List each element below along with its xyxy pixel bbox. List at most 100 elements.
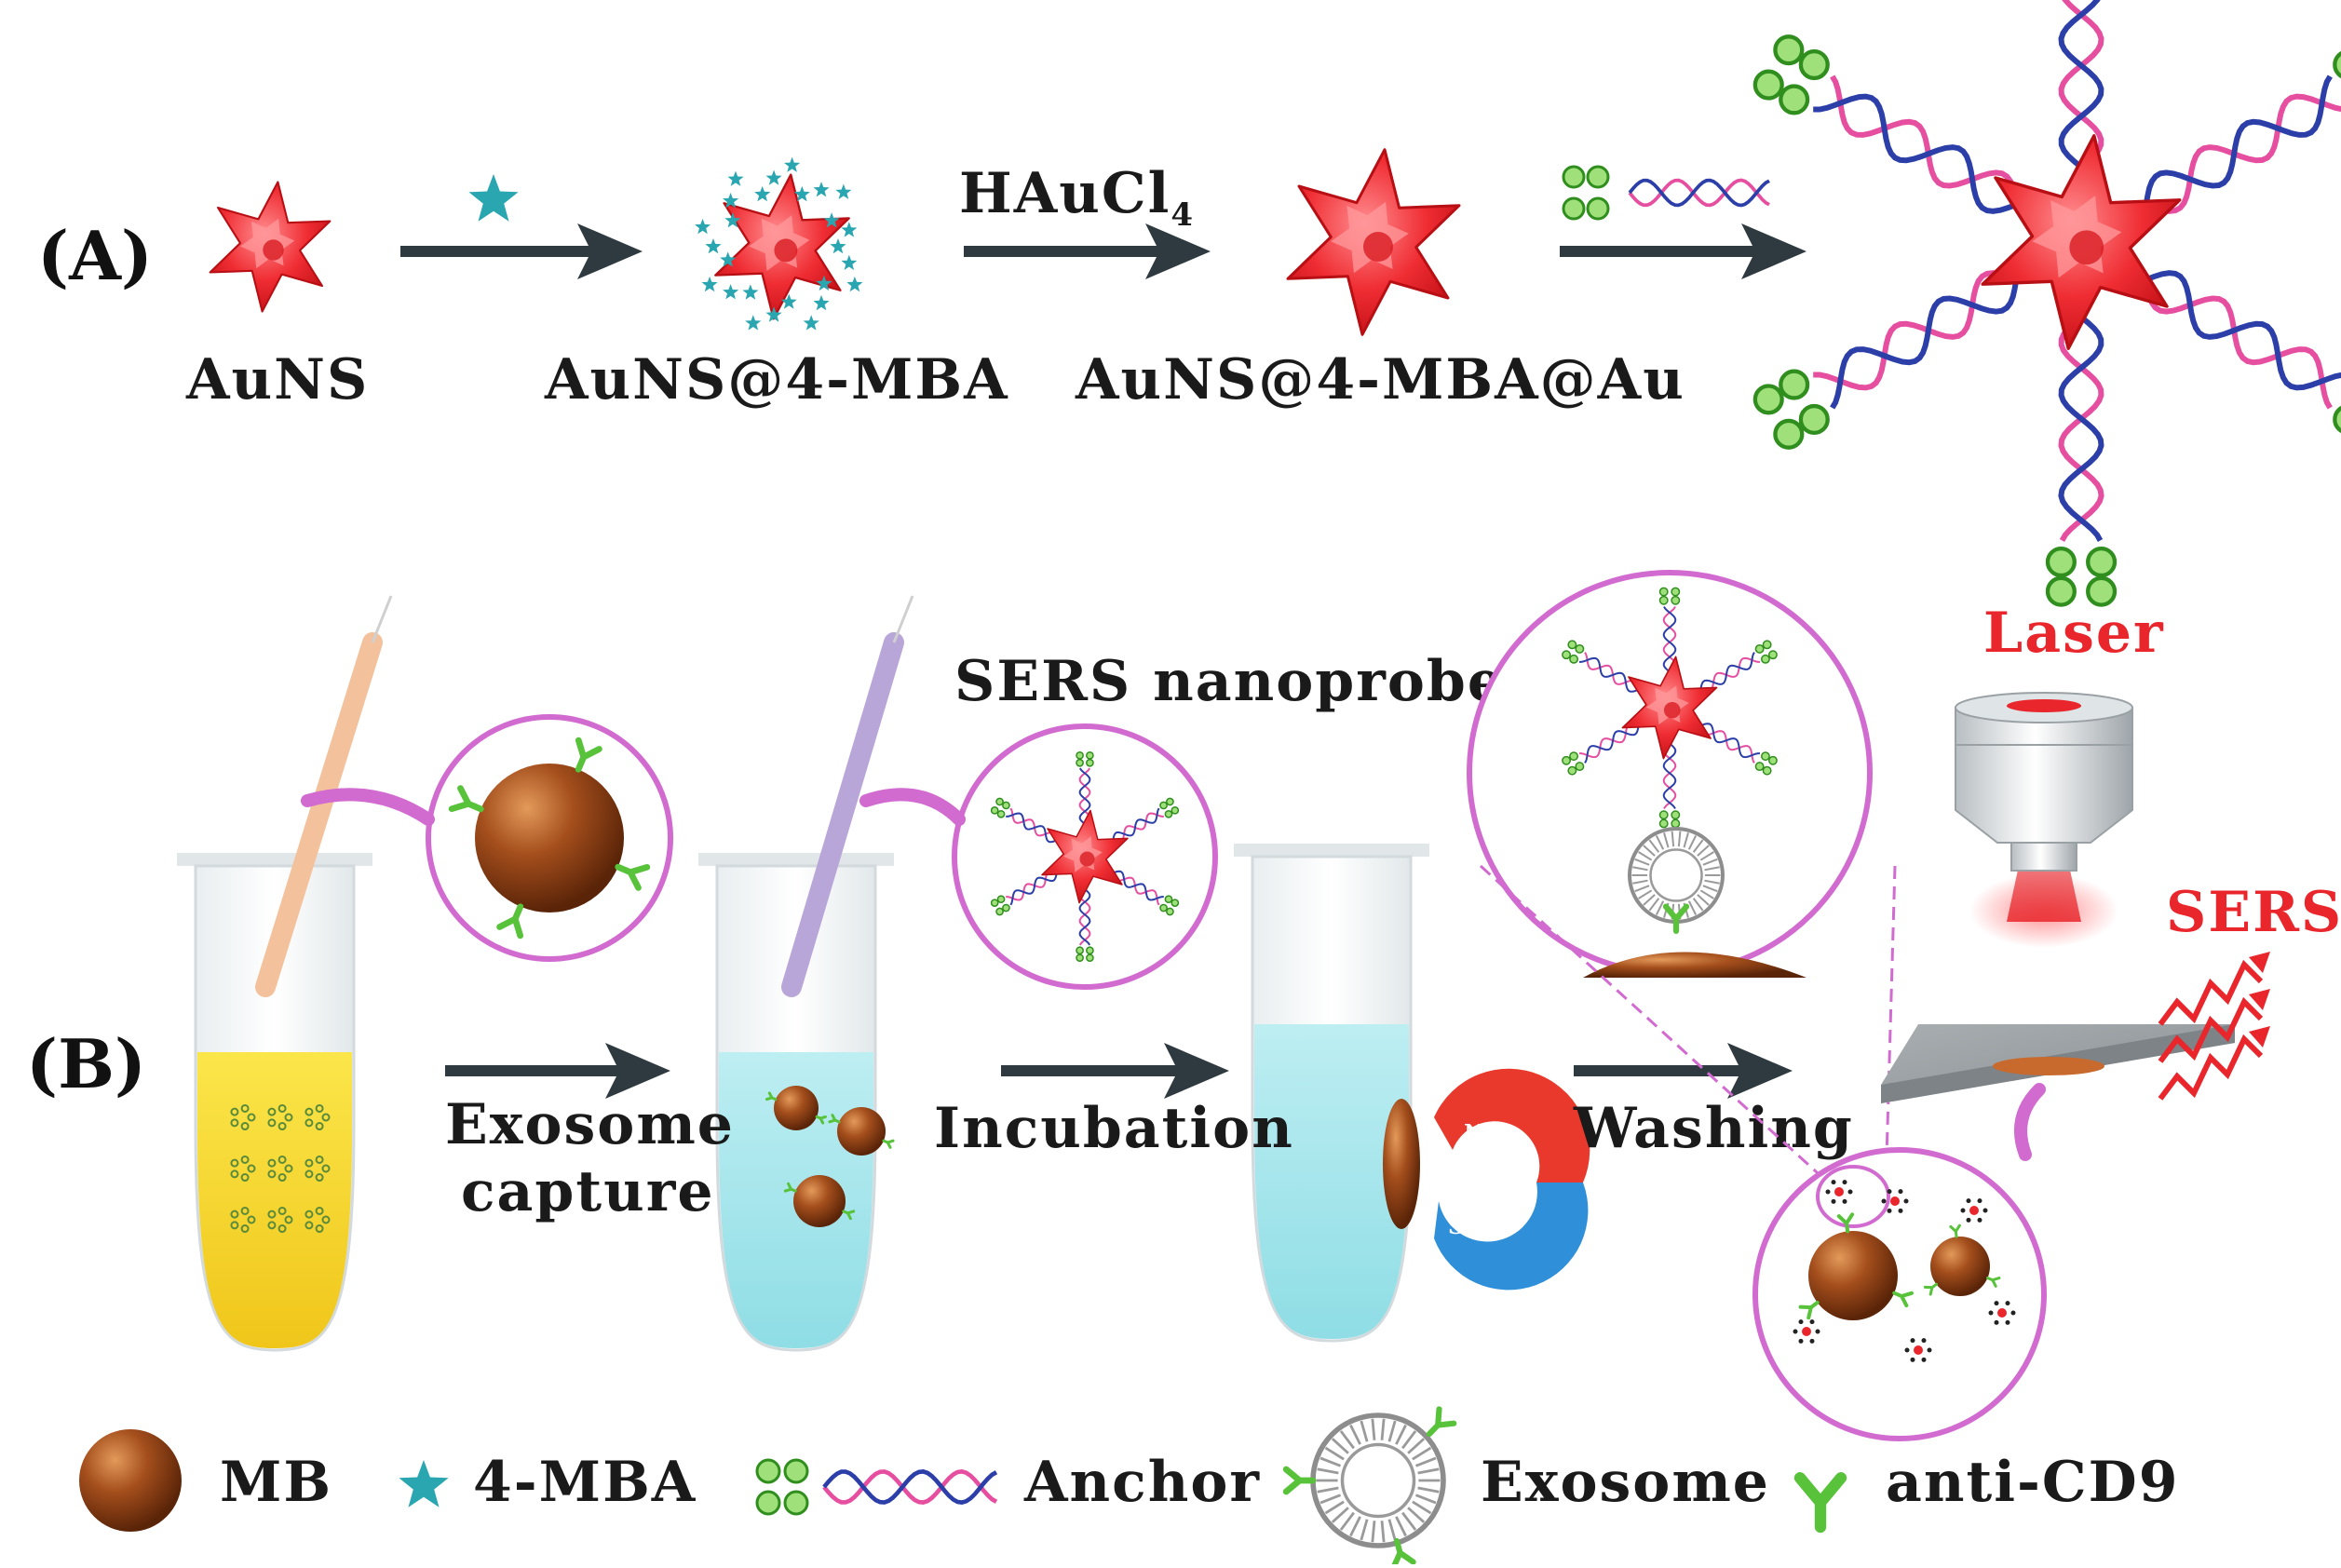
zoom3-probe-arm2-strand-b [1699,723,1760,759]
zoom2-probe-arm2-ring [1166,907,1174,916]
zoom2-probe-arm1-ring [1170,805,1180,815]
zoom4-mb-2-antibody [1949,1223,1961,1238]
zoom-circle-slide [1752,1083,2047,1441]
mba-dot [841,254,858,270]
mba-dot [720,251,737,267]
zoom3-exosome-lipid [1671,831,1675,847]
probe-a-arm5-strand-a [1830,74,2020,206]
legend-exosome-lipid [1387,1519,1397,1541]
zoom4-mb-2-antibody [1985,1276,2001,1288]
zoom4-probe-arm [1910,1338,1915,1344]
zoom2-probe-arm5-ring [996,809,1006,818]
tube1-exosome [267,1107,277,1116]
tube1-liquid [197,1052,352,1348]
zoom2-probe-arm3-ring [1086,953,1094,963]
mba-dot [846,276,863,292]
mba-dot [723,284,739,300]
mba-dot [723,192,739,209]
sers-wave [2158,996,2264,1063]
probe-a-arm1-strand-b [2143,74,2333,206]
anchor-ring [1562,196,1586,221]
tube1-exosome [315,1224,324,1234]
legend-exosome-lipid [1412,1500,1432,1515]
zoom4-probe-arm [1887,1208,1892,1213]
zoom4-probe-arm [1903,1198,1909,1204]
zoom4-probe-arm [1988,1310,1994,1316]
legend-exosome-lipid [1331,1507,1349,1523]
arrow-a3-head [1741,223,1806,279]
zoom3-probe-star-core [1663,701,1681,719]
zoom4-probe-arm [1809,1319,1815,1325]
zoom3-probe-arm0-ring [1658,587,1669,597]
zoom3-exosome-lipid [1634,858,1650,866]
zoom3-exosome-lipid [1692,898,1704,912]
zoom4-probe-arm [1960,1208,1966,1213]
probe-a-arm1-strand-a [2145,93,2341,214]
tube1-exosome [304,1118,314,1128]
zoom2-probe-arm1-ring [1164,809,1173,818]
mba-dot [793,185,810,202]
zoom2-probe-arm0-ring [1076,758,1084,767]
auns-mba-star-core [774,238,798,263]
zoom-circle-mb [301,714,673,962]
reagent-sub: 4 [1170,196,1195,234]
zoom2-probe-arm1-ring [1166,797,1174,806]
anchor-helix-strand-b [1628,178,1770,208]
probe-a-arm5-ring [1752,69,1784,101]
zoom-circle-probe [859,723,1218,990]
zoom3-probe-arm5-ring [1562,650,1572,660]
legend-exosome-lipid [1417,1467,1440,1475]
legend-anchor-ring [755,1490,781,1516]
tube-capture [698,595,914,1352]
tube2-pipette-tip [892,595,914,643]
tube2-mb-1-antibody [765,1091,778,1102]
zoom2-probe-arm5-ring [995,797,1004,806]
tube1-exosome [277,1206,287,1215]
sers-nanoprobe-large [1752,0,2341,607]
legend-exosome-lipid [1317,1467,1339,1475]
legend-exosome-lipid [1349,1516,1361,1537]
tube1-exosome [304,1221,314,1230]
probe-a-arm5-ring [1779,84,1810,115]
legend-exosome-lipid [1412,1446,1432,1461]
probe-a-arm0-strand-a [2058,0,2104,169]
zoom3-exosome-lipid [1697,894,1710,906]
legend-exosome: Exosome [1481,1450,1770,1515]
arrow-b3 [1574,1043,1793,1099]
zoom3-probe-arm3-ring [1658,818,1669,829]
zoom2-probe-arm2-ring [1164,895,1173,904]
zoom2-probe-arm5-ring [990,805,999,815]
zoom3-exosome-inner [1649,848,1703,902]
tube1-exosome [247,1215,256,1224]
tube2-mb-3-antibody [783,1182,797,1193]
legend-anti-cd9: anti-CD9 [1886,1450,2179,1515]
legend-exosome-lipid [1324,1500,1345,1515]
aun-star-mba [714,173,850,320]
mba-dot [705,238,722,254]
legend-exosome-lipid [1349,1424,1361,1445]
zoom4-probe-arm [1994,1301,1999,1306]
legend-cd9-antibody [1793,1472,1847,1534]
legend-anchor-helix-strand-b [822,1469,998,1505]
tube1-exosome [277,1224,287,1234]
zoom4-pointer [2014,1083,2046,1161]
arrow-b1-head [605,1043,670,1099]
zoom3-exosome-lipid [1632,866,1648,872]
zoom3-probe-arm4-ring [1575,762,1585,772]
tube1-exosome [315,1173,324,1183]
zoom1-mb-antibody [496,903,524,939]
zoom3-probe-arm2-ring [1767,755,1778,765]
zoom4-probe-arm [1842,1198,1847,1204]
zoom3-exosome-lipid [1687,835,1698,850]
zoom2-probe-arm4-ring [1002,903,1010,912]
zoom2-probe-arm4-strand-b [1009,872,1058,906]
legend-anchor-ring [783,1458,809,1484]
legend-exosome-lipid [1324,1446,1345,1461]
magnet-s-label: S [1448,1212,1464,1239]
mba-dot [765,306,782,322]
reagent-haucl4: HAuCl4 [959,161,1195,234]
label-auns-mba: AuNS@4-MBA [544,347,1009,412]
probe-a-arm3-ring [2086,575,2118,607]
legend-mb: MB [220,1450,332,1515]
arrow-a2-shaft [964,246,1164,257]
